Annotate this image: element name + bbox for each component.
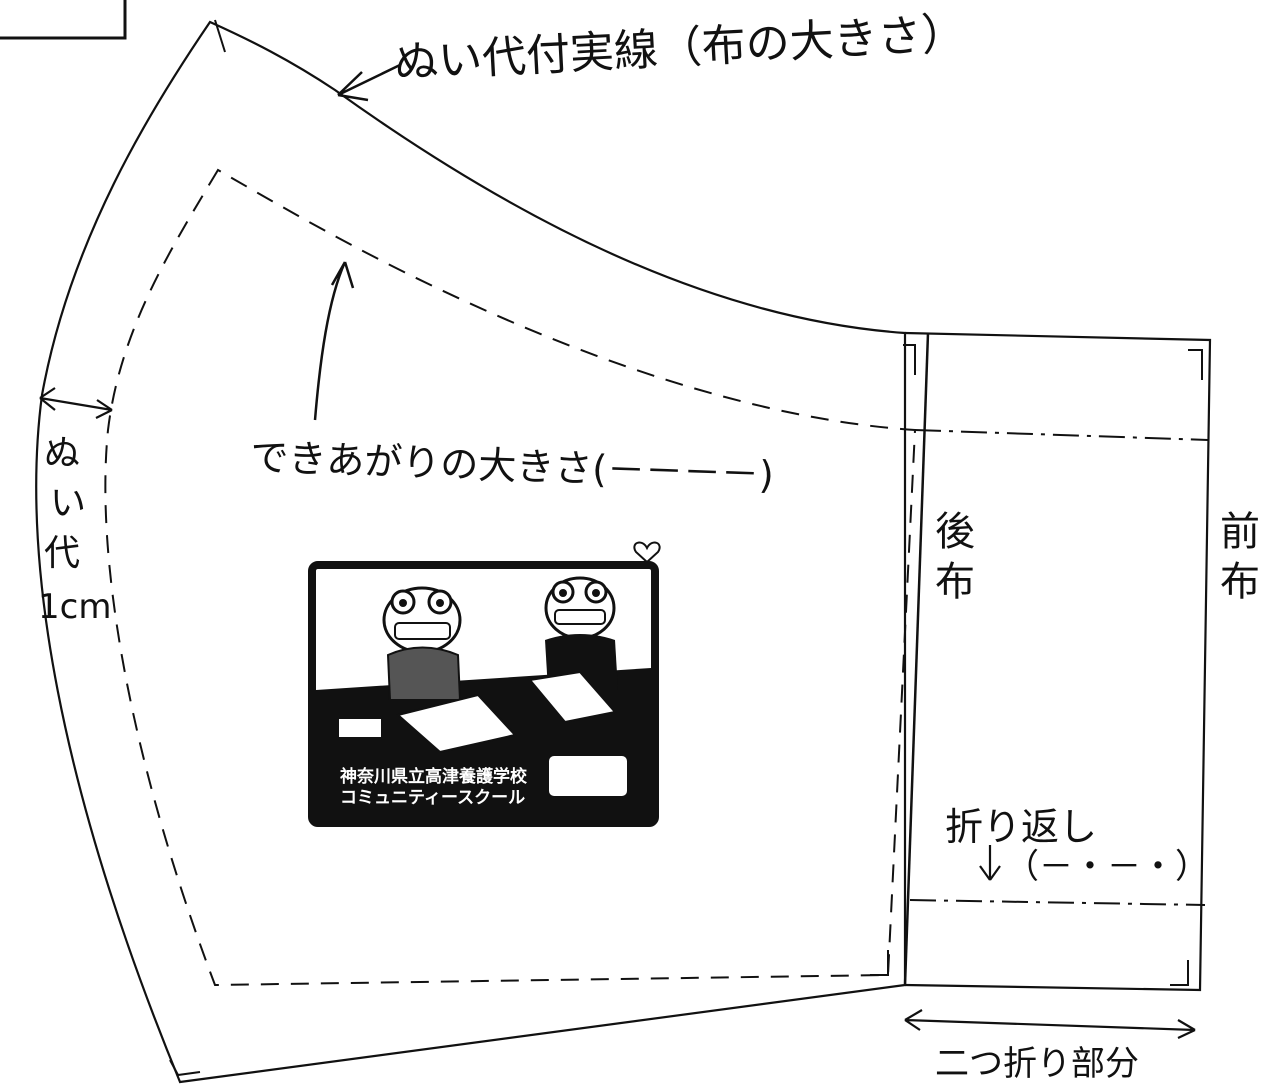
double-fold-arrow [904, 1009, 1196, 1039]
corner-mark [169, 1059, 201, 1077]
corner-mark [1188, 349, 1203, 380]
corner-mark [903, 344, 916, 375]
seam-allowance-outline [35, 20, 907, 1084]
fold-back-legend: （－・－・） [1005, 847, 1209, 887]
fold-back-arrow [979, 845, 1001, 881]
finished-size-label: できあがりの大きさ(－－－－) [250, 435, 775, 497]
double-fold-section-label: 二つ折り部分 [935, 1044, 1139, 1084]
illustration-caption-line2: コミュニティースクール [340, 788, 525, 808]
illustration-caption-line1: 神奈川県立高津養護学校 [340, 766, 528, 787]
seam-allowance-label-2: い [50, 483, 86, 524]
seam-allowance-width-arrow [39, 387, 113, 419]
right-frog [544, 576, 618, 690]
corner-mark [870, 950, 889, 976]
left-frog [382, 586, 462, 701]
seam-allowance-label-1: ぬ [44, 433, 80, 474]
front-cloth-label-2: 布 [1220, 559, 1260, 605]
fold-line-bottom [909, 899, 1206, 906]
front-cloth-label-1: 前 [1220, 509, 1260, 555]
paper-right [528, 670, 617, 724]
corner-label-fragment [0, 0, 127, 40]
heart-icon [633, 541, 661, 564]
finished-size-dashed-outline [104, 168, 917, 987]
corner-mark [214, 19, 226, 53]
panel-divider-line [903, 332, 930, 986]
frog-illustration-stamp: 神奈川県立高津養護学校 コミュニティースクール [308, 541, 661, 827]
fold-back-label: 折り返し [945, 805, 1097, 849]
mask-stack-right [547, 754, 629, 798]
fold-line-top [914, 429, 1209, 441]
back-cloth-label-1: 後 [935, 509, 975, 555]
seam-line-arrow [337, 63, 401, 102]
finished-size-arrow [313, 261, 355, 421]
seam-allowance-label-3: 代 [44, 533, 80, 574]
corner-mark [1170, 960, 1189, 986]
paper-left [395, 693, 517, 754]
back-cloth-label-2: 布 [935, 559, 975, 605]
seam-allowance-label-4: 1cm [38, 587, 111, 627]
front-back-panel-outline [904, 331, 1212, 992]
seam-solid-line-label: ぬい代付実線（布の大きさ） [393, 8, 967, 89]
mask-stack-left [337, 717, 383, 739]
